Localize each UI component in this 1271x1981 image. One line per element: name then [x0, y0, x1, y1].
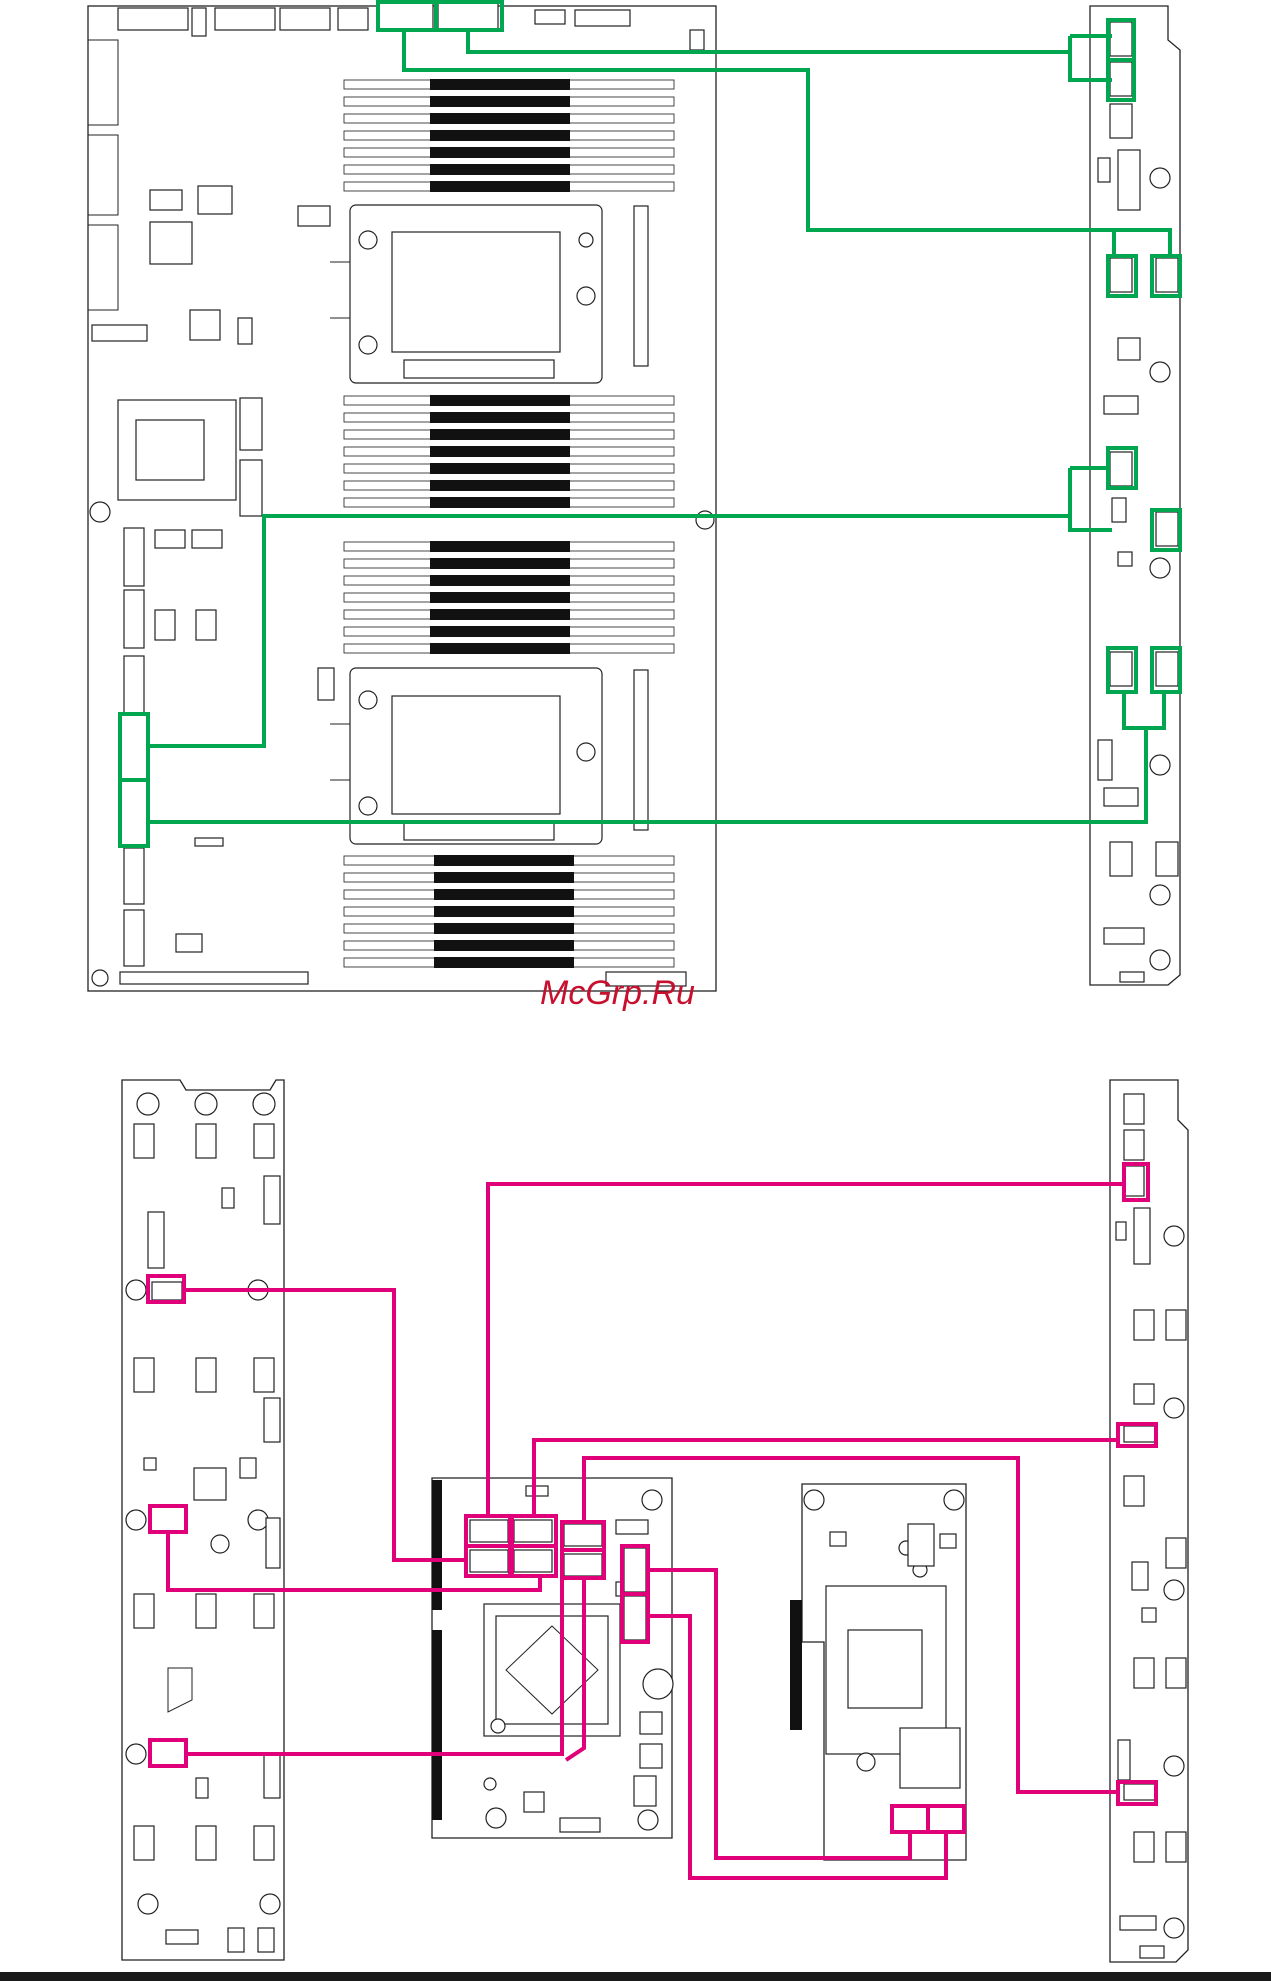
backplane-bottom-right: [1110, 1080, 1188, 1962]
footer-bar: [0, 1972, 1271, 1981]
cpu-socket-1: [330, 205, 648, 383]
backplane-top-right: [1090, 6, 1180, 985]
watermark-text: McGrp.Ru: [540, 974, 695, 1012]
raid-card: [432, 1478, 673, 1838]
backplane-bottom-left: [122, 1080, 284, 1960]
motherboard: [88, 2, 716, 991]
cpu-socket-2: [330, 668, 648, 844]
expander-card: [790, 1484, 966, 1860]
